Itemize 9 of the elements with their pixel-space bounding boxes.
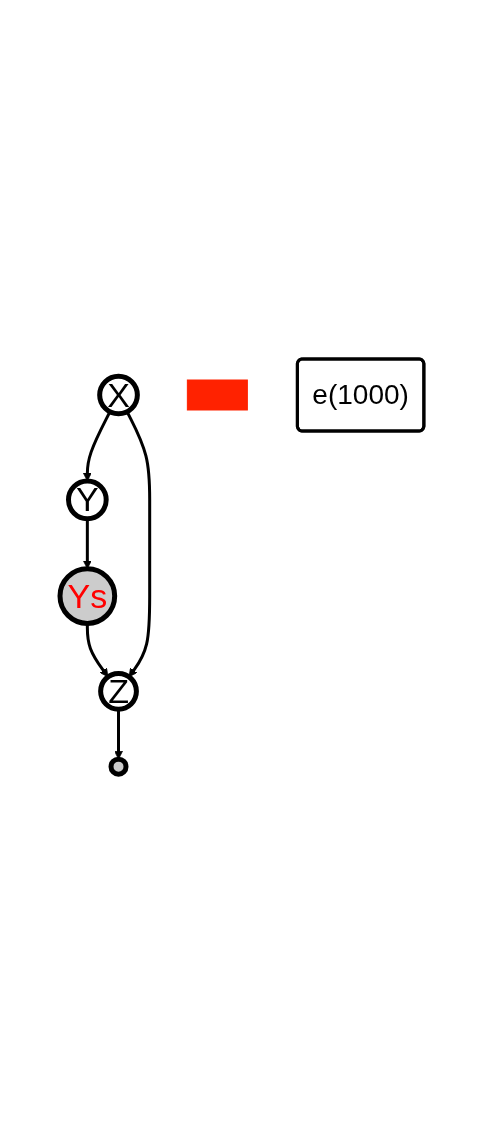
arrow [114, 709, 123, 760]
arrow [125, 411, 152, 678]
node-circle: X [97, 373, 140, 417]
node-box [186, 379, 248, 411]
node-circle: Y [66, 478, 109, 522]
node-circle: Ys [57, 566, 118, 626]
node-circle: Z [98, 670, 139, 712]
arrow [83, 411, 112, 482]
node-circle [108, 756, 129, 777]
